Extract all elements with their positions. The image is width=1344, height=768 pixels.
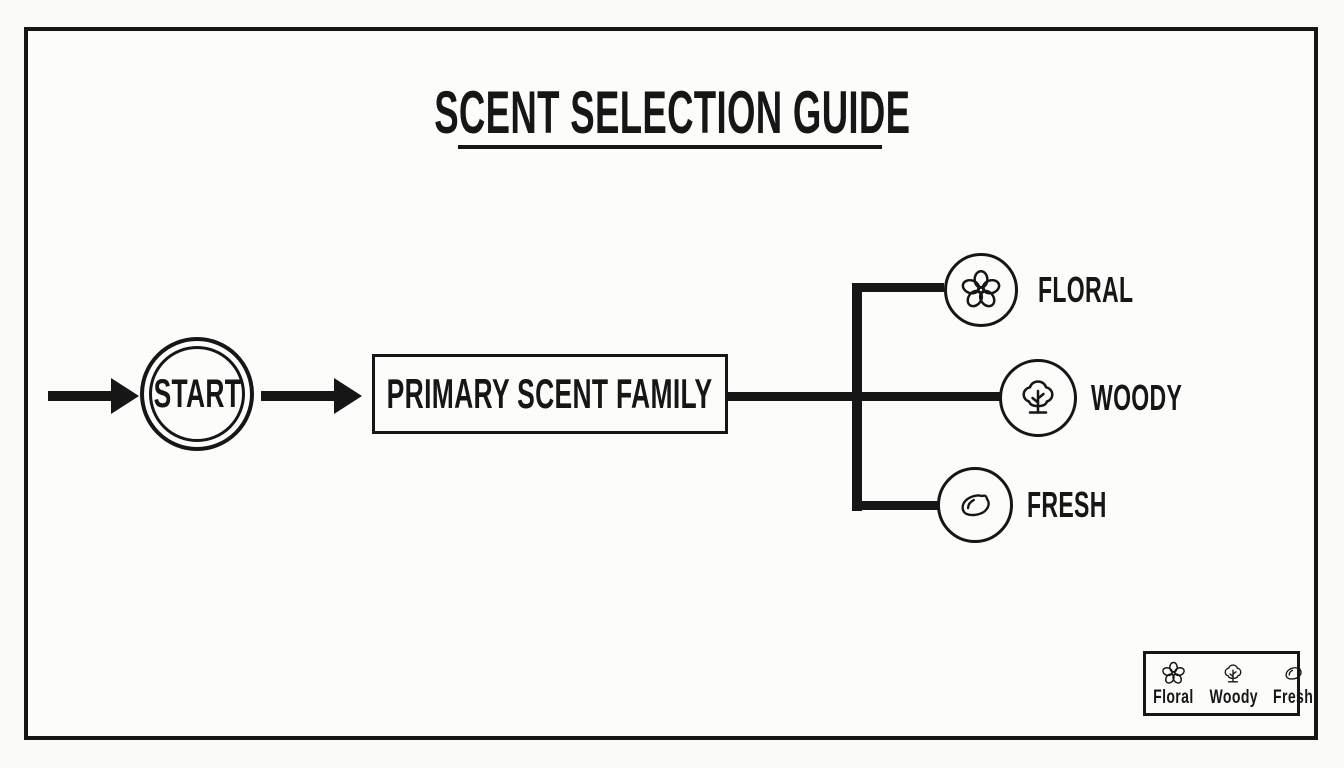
branch-to-fresh-connector [852, 501, 940, 510]
legend-fresh-label: Fresh [1273, 687, 1314, 708]
entry-arrow-shaft [48, 391, 114, 401]
entry-arrow-head [111, 378, 139, 414]
floral-node [944, 253, 1018, 327]
legend-item-fresh: Fresh [1266, 660, 1320, 707]
tree-icon [1220, 661, 1246, 687]
start-label: START [153, 372, 241, 416]
branch-trunk-line [852, 283, 862, 511]
legend-floral-label: Floral [1153, 687, 1194, 708]
primary-scent-family-node: PRIMARY SCENT FAMILY [372, 354, 728, 434]
fresh-label: FRESH [1027, 484, 1107, 525]
fresh-node [937, 467, 1013, 543]
legend-item-floral: Floral [1146, 660, 1201, 707]
primary-scent-family-label: PRIMARY SCENT FAMILY [387, 370, 713, 417]
title-wrap: SCENT SELECTION GUIDE [0, 79, 1344, 146]
lemon-icon [1280, 660, 1307, 687]
legend-woody-label: Woody [1209, 686, 1258, 708]
start-node-inner-ring: START [149, 346, 245, 442]
flower-icon [1160, 660, 1187, 687]
branch-to-floral-connector [852, 283, 944, 292]
lemon-icon [952, 482, 999, 529]
start-node: START [140, 337, 254, 451]
legend-box: Floral Woody Fresh [1143, 651, 1313, 716]
legend-item-woody: Woody [1201, 661, 1266, 707]
title-underline [458, 145, 882, 149]
tree-icon [1014, 374, 1062, 422]
box-to-woody-connector [725, 392, 1001, 401]
woody-label: WOODY [1091, 377, 1183, 418]
page-title: SCENT SELECTION GUIDE [433, 79, 911, 146]
floral-label: FLORAL [1038, 269, 1134, 310]
start-to-box-arrow-shaft [261, 391, 335, 401]
woody-node [999, 359, 1077, 437]
start-to-box-arrow-head [334, 378, 362, 414]
flower-icon [958, 267, 1004, 313]
